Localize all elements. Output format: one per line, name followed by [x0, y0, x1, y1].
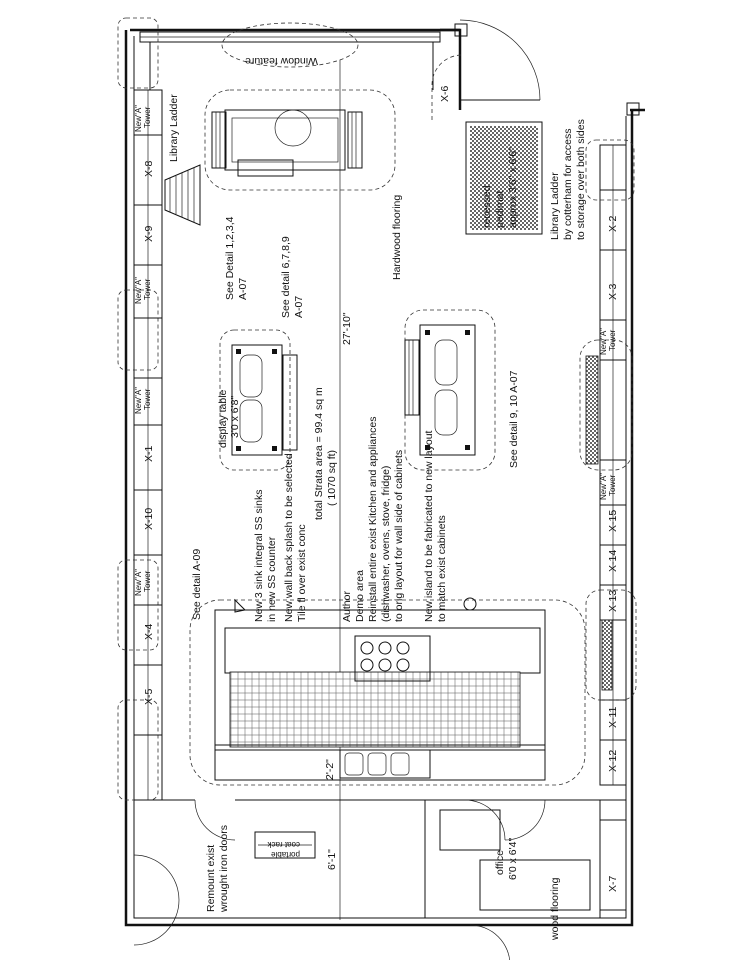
unit-label: X-8	[143, 161, 155, 178]
unit-label: X-3	[607, 284, 619, 301]
strata-line-1: total Strata area = 99.4 sq m	[313, 387, 325, 520]
tower-label-2: Tower	[143, 570, 152, 592]
tower-label-2: Tower	[143, 278, 152, 300]
unit-label: X-4	[143, 624, 155, 641]
display-table: display table 3'0 x 6'8"	[217, 329, 298, 471]
tower-label-2: Tower	[143, 106, 152, 128]
library-ladder-right-2: by cotterham for access	[562, 129, 574, 240]
pedimat-line-2: pedimat	[494, 191, 506, 228]
author-label: Author	[341, 591, 353, 622]
new-sinks-line-1: New 3 sink integral SS sinks	[253, 490, 265, 622]
tower-label-2: Tower	[608, 329, 617, 351]
remount-line-1: Remount exist	[205, 845, 217, 912]
tower-label-1: New"A"	[599, 473, 608, 500]
portable-line-2: coat rack	[267, 840, 300, 849]
entry-door: X-6	[431, 19, 541, 120]
window-feature-label: Window feature	[245, 55, 318, 67]
x6-label: X-6	[439, 86, 451, 103]
unit-label: X-13	[607, 590, 619, 612]
dimension-27-label: 27'-10"	[341, 312, 353, 345]
window-feature: Window feature	[139, 22, 441, 90]
reading-table	[204, 89, 396, 191]
office-line-2: 6'0 x 6'4"	[507, 838, 519, 880]
library-ladder-right-3: to storage over both sides	[575, 119, 587, 240]
unit-label: X-5	[143, 689, 155, 706]
reinstall-line-3: to orig layout for wall side of cabinets	[393, 450, 405, 622]
new-sinks-line-2: in new SS counter	[266, 536, 278, 622]
demo-area-label: Demo area	[354, 570, 366, 622]
tower-label-1: New"A"	[134, 387, 143, 414]
tower-label-1: New"A"	[134, 569, 143, 596]
left-units: X-8 X-9 X-1 X-10 X-4 X-5	[143, 161, 155, 706]
unit-label: X-10	[143, 508, 155, 530]
reinstall-line-1: Reinstall entire exist Kitchen and appli…	[367, 417, 379, 622]
display-table-line-2: 3'0 x 6'8"	[229, 396, 241, 438]
reinstall-line-2: (dishwasher, ovens, stove, fridge)	[380, 466, 392, 622]
tower-label-1: New"A"	[134, 105, 143, 132]
recessed-pedimat: recessed pedimat approx 3'6" x 6'6"	[465, 121, 543, 235]
see-detail-1234-a: See Detail 1,2,3,4	[224, 216, 236, 300]
display-table-line-1: display table	[217, 389, 229, 448]
unit-label: X-12	[607, 750, 619, 772]
office: office 6'0 x 6'4"	[424, 799, 601, 960]
unit-label: X-15	[607, 510, 619, 532]
tower-label-2: Tower	[608, 474, 617, 496]
see-detail-678-a: See detail 6,7,8,9	[280, 236, 292, 318]
tower-label-1: New"A"	[599, 328, 608, 355]
remount-line-2: wrought iron doors	[218, 825, 230, 913]
library-ladder-right-note: Library Ladder by cotterham for access t…	[549, 119, 587, 240]
new-island-line-2: to match exist cabinets	[436, 515, 448, 622]
remount-doors: Remount exist wrought iron doors	[133, 825, 230, 946]
unit-label: X-11	[607, 706, 619, 728]
wood-flooring-label: wood flooring	[549, 877, 561, 941]
back-splash-line-2: Tile fl over exist conc	[296, 524, 308, 622]
unit-label: X-2	[607, 216, 619, 233]
hardwood-flooring-label: Hardwood flooring	[391, 195, 403, 280]
display-table-2	[404, 309, 496, 471]
interior-wall	[134, 799, 626, 841]
strata-line-2: ( 1070 sq ft)	[326, 450, 338, 506]
library-ladder: Library Ladder	[164, 94, 201, 226]
kitchen	[189, 597, 586, 786]
pedimat-line-1: recessed	[481, 185, 493, 228]
unit-label: X-7	[607, 876, 619, 893]
portable-coat-rack: portable coat rack	[254, 831, 316, 859]
dimension-2-2: 2'-2"	[324, 759, 336, 780]
right-shelving	[579, 139, 637, 911]
dimension-6-1: 6'-1"	[326, 849, 338, 870]
tower-label-1: New"A"	[134, 277, 143, 304]
see-detail-910: See detail 9, 10 A-07	[508, 370, 520, 468]
library-ladder-label: Library Ladder	[168, 94, 180, 162]
unit-label: X-1	[143, 446, 155, 463]
see-detail-1234-b: A-07	[237, 278, 249, 300]
tower-label-2: Tower	[143, 388, 152, 410]
unit-label: X-14	[607, 550, 619, 572]
right-units: X-2 X-3 X-15 X-14 X-13 X-11 X-12 X-7	[607, 216, 619, 893]
office-line-1: office	[494, 850, 506, 875]
dimension-27: 27'-10"	[339, 60, 353, 920]
unit-label: X-9	[143, 226, 155, 243]
left-shelving	[117, 17, 163, 801]
see-detail-678-b: A-07	[293, 296, 305, 318]
back-splash-line-1: New wall back splash to be selected	[283, 453, 295, 622]
new-island-line-1: New island to be fabricated to new layou…	[423, 430, 435, 622]
left-towers: New"A" Tower New"A" Tower New"A" Tower N…	[134, 105, 152, 596]
right-towers: New"A" Tower New"A" Tower	[599, 328, 617, 500]
see-detail-a09: See detail A-09	[191, 549, 203, 620]
portable-line-1: portable	[271, 850, 300, 859]
library-ladder-right-1: Library Ladder	[549, 172, 561, 240]
pedimat-line-3: approx 3'6" x 6'6"	[507, 147, 519, 228]
